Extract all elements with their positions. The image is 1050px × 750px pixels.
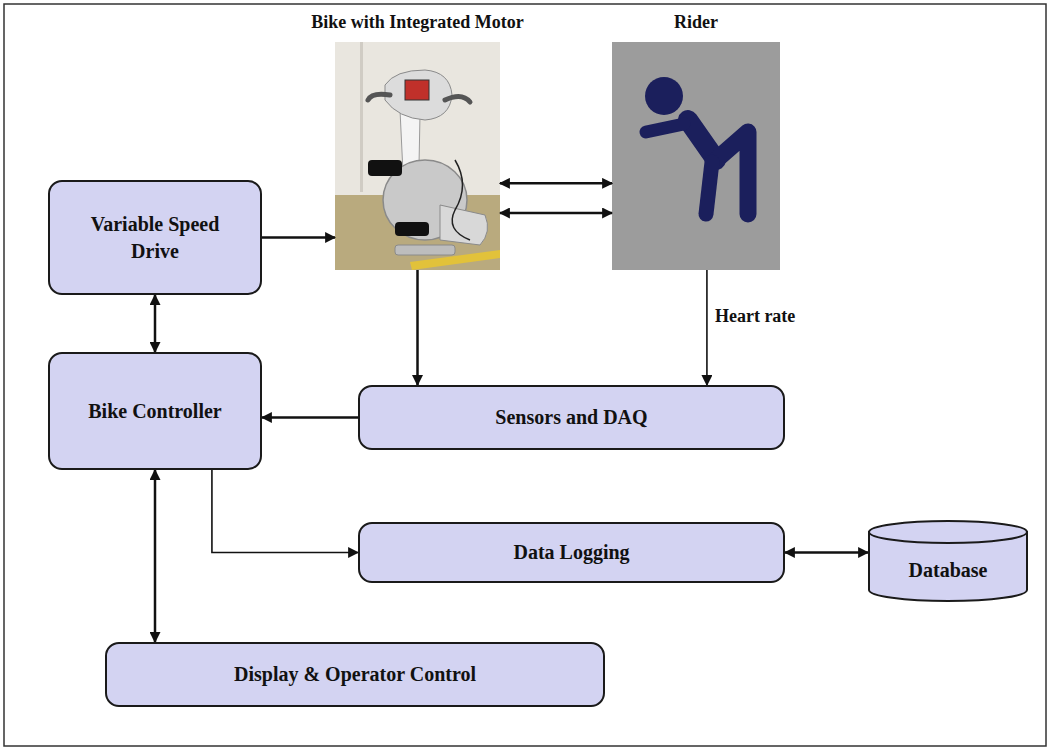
process-box: Display & Operator Control bbox=[105, 642, 605, 707]
rider-icon bbox=[612, 42, 780, 270]
connector-arrow bbox=[500, 182, 612, 185]
connector-arrow bbox=[154, 470, 157, 642]
console-screen bbox=[405, 80, 429, 100]
pedal bbox=[368, 160, 402, 176]
database-cylinder: Database bbox=[868, 520, 1028, 602]
process-box: Sensors and DAQ bbox=[358, 385, 785, 450]
connector-arrow bbox=[706, 270, 708, 385]
rider-leg bbox=[716, 132, 748, 214]
icon-ground bbox=[612, 42, 780, 270]
process-box: Variable Speed Drive bbox=[48, 180, 262, 295]
photo-box: Bike with Integrated Motor bbox=[335, 42, 500, 270]
motor-housing bbox=[440, 205, 488, 245]
handlebar bbox=[445, 96, 470, 102]
frame bbox=[4, 4, 1046, 746]
rider-leg bbox=[706, 162, 712, 214]
cylinder-top bbox=[869, 521, 1027, 543]
node-heading: Bike with Integrated Motor bbox=[311, 10, 523, 34]
process-box: Data Logging bbox=[358, 522, 785, 583]
connector-arrow bbox=[262, 236, 335, 239]
node-label: Sensors and DAQ bbox=[495, 404, 647, 431]
bike-photo bbox=[335, 42, 500, 270]
node-heading: Rider bbox=[674, 10, 718, 34]
process-box: Bike Controller bbox=[48, 352, 262, 470]
node-label: Database bbox=[909, 557, 988, 584]
connector-arrow bbox=[785, 551, 868, 554]
connector-arrow bbox=[212, 470, 358, 553]
connector-arrow bbox=[262, 416, 358, 419]
cable bbox=[452, 160, 470, 240]
node-label: Data Logging bbox=[513, 539, 629, 566]
bike-console bbox=[385, 70, 452, 120]
rider-arm bbox=[646, 124, 684, 132]
pedal bbox=[395, 222, 429, 236]
node-label: Variable Speed Drive bbox=[76, 211, 234, 265]
edge-label: Heart rate bbox=[713, 306, 797, 327]
node-label: Bike Controller bbox=[88, 398, 222, 425]
connector-arrow bbox=[500, 212, 612, 215]
handlebar bbox=[368, 94, 390, 100]
photo-wall bbox=[335, 42, 500, 270]
rider-head bbox=[645, 77, 683, 115]
connector-arrow bbox=[416, 270, 419, 385]
bike-base bbox=[395, 245, 455, 255]
wall-edge bbox=[360, 42, 363, 192]
photo-box: Rider bbox=[612, 42, 780, 270]
node-label: Display & Operator Control bbox=[234, 661, 476, 688]
connector-arrow bbox=[154, 295, 157, 352]
